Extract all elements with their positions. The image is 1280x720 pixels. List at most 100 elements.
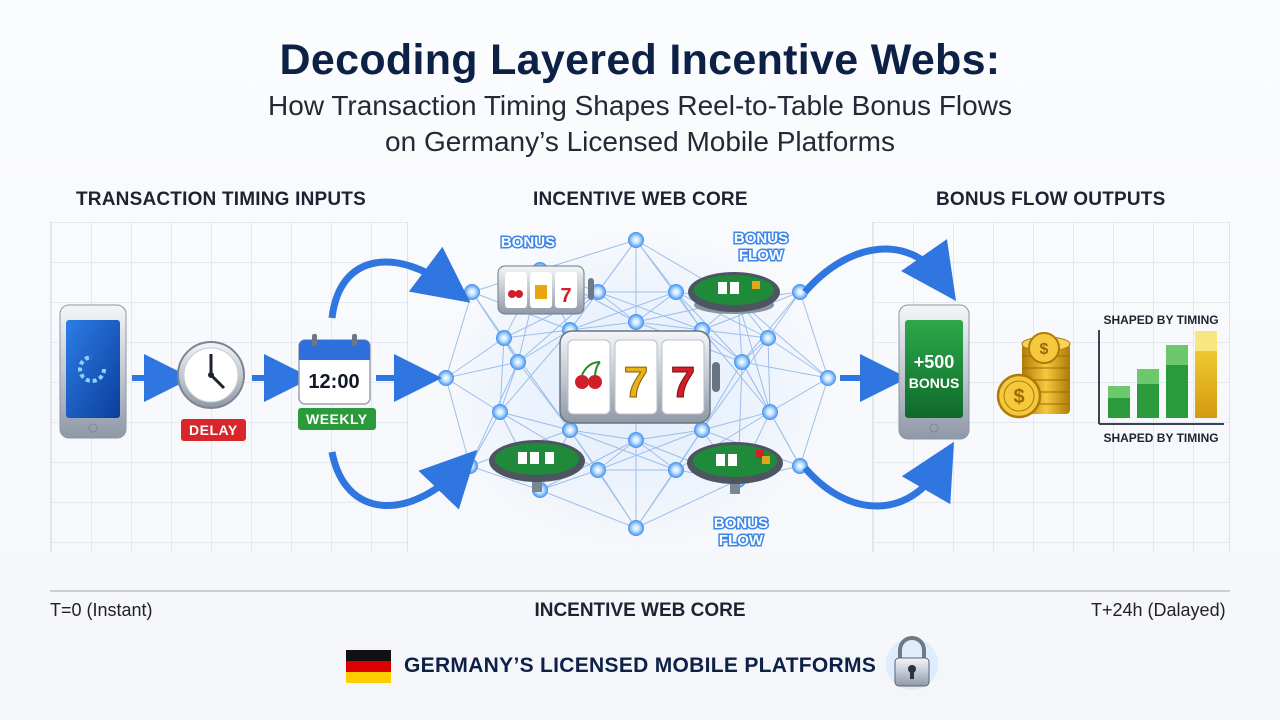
web-link: [499, 329, 571, 413]
timeline-center-label: INCENTIVE WEB CORE: [534, 600, 746, 621]
timeline-axis: [50, 590, 1230, 592]
web-link: [569, 291, 677, 331]
web-node: [628, 520, 644, 536]
page-subtitle-line-2: on Germany’s Licensed Mobile Platforms: [385, 126, 895, 157]
web-link: [769, 377, 829, 413]
web-link: [503, 329, 571, 339]
web-node: [628, 232, 644, 248]
small-slot-seven: 7: [560, 285, 571, 307]
chart-bar-4: [1195, 331, 1217, 418]
web-link: [635, 479, 739, 529]
web-link: [539, 489, 637, 529]
web-link: [539, 239, 637, 271]
web-link: [767, 291, 801, 339]
web-node: [438, 370, 454, 386]
phone-icon: [59, 304, 127, 439]
web-link: [737, 299, 771, 413]
slot-machine-small-icon: 7: [497, 265, 594, 315]
bar-chart-icon: [1098, 330, 1224, 425]
web-link: [597, 469, 637, 529]
web-node: [668, 284, 684, 300]
timeline-start-label: T=0 (Instant): [50, 600, 153, 620]
web-node: [590, 462, 606, 478]
weekly-badge: WEEKLY: [298, 408, 376, 430]
web-link: [701, 329, 743, 363]
web-link: [539, 469, 599, 491]
svg-text:$: $: [1013, 386, 1024, 408]
web-link: [701, 329, 771, 413]
footer-platforms-label: GERMANY’S LICENSED MOBILE PLATFORMS: [404, 654, 877, 677]
web-link: [569, 239, 637, 331]
calendar-time-text: 12:00: [308, 371, 359, 393]
web-node: [492, 404, 508, 420]
chart-label-bottom: SHAPED BY TIMING: [1103, 431, 1218, 445]
core-label-bonus: BONUS: [501, 234, 555, 251]
core-label-bonus-flow-bottom-1: BONUS: [714, 515, 768, 532]
web-link: [635, 239, 703, 331]
timeline-end-label: T+24h (Dalayed): [1091, 600, 1226, 620]
page-title: Decoding Layered Incentive Webs:: [279, 36, 1001, 84]
section-heading-outputs: BONUS FLOW OUTPUTS: [936, 189, 1166, 210]
web-link: [471, 291, 519, 363]
web-link: [597, 429, 703, 471]
web-link: [445, 337, 505, 379]
web-link: [635, 321, 703, 331]
web-link: [701, 411, 771, 431]
web-link: [635, 429, 703, 441]
core-label-bonus-flow-top-1: BONUS: [734, 230, 788, 247]
lock-icon: [886, 636, 938, 690]
web-node: [462, 458, 478, 474]
svg-text:$: $: [1040, 341, 1049, 358]
web-link: [799, 291, 829, 379]
big-slot-seven-gold: 7: [624, 358, 648, 407]
phone-bonus-amount: +500: [914, 352, 955, 372]
web-link: [517, 329, 571, 363]
clock-icon: [177, 341, 245, 409]
web-link: [675, 291, 769, 339]
coin-stack-icon: $ $: [996, 332, 1071, 419]
chart-label-top: SHAPED BY TIMING: [1103, 313, 1218, 327]
web-link: [499, 361, 519, 413]
poker-table-top-right-icon: [688, 272, 780, 314]
web-link: [517, 361, 571, 431]
web-node: [628, 432, 644, 448]
web-link: [799, 377, 829, 467]
web-node: [464, 284, 480, 300]
web-link: [737, 299, 829, 379]
web-link: [767, 337, 829, 379]
core-label-bonus-flow-top-2: FLOW: [739, 247, 784, 264]
poker-table-bottom-left-icon: [489, 440, 585, 492]
big-slot-seven-red: 7: [671, 358, 695, 407]
output-phone-icon: +500 BONUS: [898, 304, 970, 440]
web-link: [701, 337, 769, 431]
web-node: [694, 422, 710, 438]
web-link: [635, 439, 677, 471]
poker-table-bottom-right-icon: [687, 442, 783, 494]
web-link: [517, 291, 599, 363]
web-link: [635, 291, 677, 323]
page-subtitle-line-1: How Transaction Timing Shapes Reel-to-Ta…: [268, 90, 1012, 121]
web-link: [767, 337, 771, 413]
web-node: [562, 422, 578, 438]
core-label-bonus-flow-bottom-2: FLOW: [719, 532, 764, 549]
web-node: [734, 354, 750, 370]
web-node: [496, 330, 512, 346]
web-link: [569, 321, 637, 331]
section-heading-inputs: TRANSACTION TIMING INPUTS: [76, 189, 366, 210]
germany-flag-icon: [346, 650, 391, 683]
web-link: [741, 291, 801, 363]
web-link: [499, 411, 571, 431]
web-link: [445, 361, 519, 379]
calendar-icon: 12:00: [298, 334, 371, 405]
web-node: [820, 370, 836, 386]
delay-badge: DELAY: [181, 419, 246, 441]
web-link: [445, 291, 473, 379]
web-node: [760, 330, 776, 346]
web-link: [469, 465, 541, 491]
web-node: [762, 404, 778, 420]
web-link: [597, 439, 637, 471]
web-link: [701, 329, 769, 339]
web-link: [701, 361, 743, 431]
section-heading-core: INCENTIVE WEB CORE: [533, 189, 748, 210]
